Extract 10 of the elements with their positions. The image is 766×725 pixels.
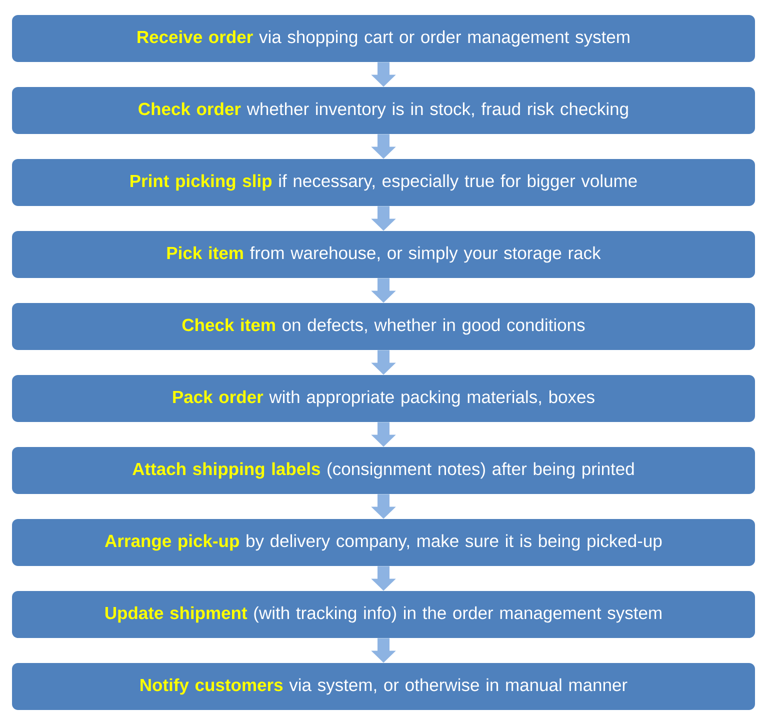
process-box: Update shipment (with tracking info) in the order management system (12, 591, 755, 638)
process-box: Pick item from warehouse, or simply your storage rack (12, 231, 755, 278)
process-box: Pack order with appropriate packing materials, boxes (12, 375, 755, 422)
process-box: Arrange pick-up by delivery company, make sure it is being picked-up (12, 519, 755, 566)
process-box: Check item on defects, whether in good conditions (12, 303, 755, 350)
process-box: Receive order via shopping cart or order management system (12, 15, 755, 62)
process-box: Notify customers via system, or otherwise in manual manner (12, 663, 755, 710)
process-box: Attach shipping labels (consignment notes) after being printed (12, 447, 755, 494)
process-box: Check order whether inventory is in stock, fraud risk checking (12, 87, 755, 134)
process-box: Print picking slip if necessary, especially true for bigger volume (12, 159, 755, 206)
